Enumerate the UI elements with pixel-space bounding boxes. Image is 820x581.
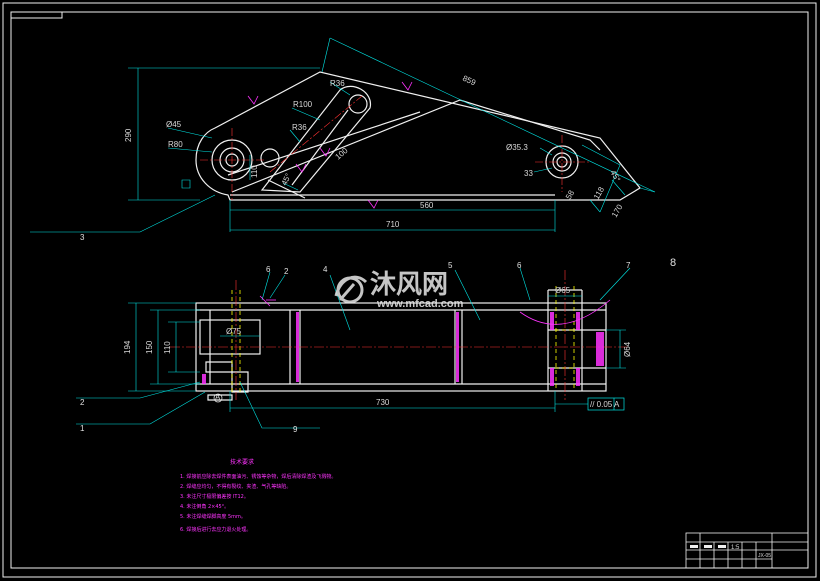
- dim-d45: Ø45: [166, 120, 182, 129]
- callout-item-5: 5: [448, 261, 453, 270]
- tolerance-frame: [587, 397, 625, 411]
- dim-height-290: 290: [124, 128, 133, 142]
- dim-len-33: 33: [524, 169, 533, 178]
- title-block: [685, 532, 809, 569]
- callout-item-8: 8: [670, 257, 676, 269]
- top-view-dimension-lines: [30, 37, 656, 233]
- callout-item-6a: 6: [266, 265, 271, 274]
- dim-len-710: 710: [386, 220, 400, 229]
- notes-title: 技术要求: [230, 458, 254, 466]
- note-item: 5. 未注焊缝焊脚高度 5mm。: [180, 513, 246, 520]
- watermark-logo-icon: [334, 275, 368, 304]
- note-item: 4. 未注倒角 2×45°。: [180, 503, 229, 510]
- dim-angle-45-right: 45°: [608, 169, 622, 184]
- dim-r36-mid: R36: [292, 123, 307, 132]
- watermark-name: 沐风网: [370, 270, 448, 300]
- technical-notes: 技术要求 1. 焊接前应除去焊件表面油污、锈蚀等杂物，焊后清除焊渣及飞溅物。 2…: [180, 458, 336, 533]
- dim-d65: Ø65: [555, 286, 571, 295]
- dim-len-730: 730: [376, 398, 390, 407]
- top-view: 290 859 R36 R100 R36 Ø45 R80 100 110 45°…: [30, 37, 656, 242]
- callout-item-1: 1: [80, 424, 85, 433]
- dim-r80: R80: [168, 140, 183, 149]
- datum-marker: [213, 393, 223, 403]
- tolerance-value: // 0.05 A: [590, 400, 620, 409]
- dim-r36-top: R36: [330, 79, 345, 88]
- top-view-centerlines: [200, 95, 590, 200]
- note-item: 6. 焊接后进行去应力退火处理。: [180, 526, 251, 533]
- front-view-dimension-lines: [76, 267, 631, 429]
- datum-label: A: [215, 393, 221, 402]
- callout-item-7: 7: [626, 261, 631, 270]
- dim-h194: 194: [123, 340, 132, 354]
- dim-d35-3: Ø35.3: [506, 143, 528, 152]
- dim-length-859: 859: [461, 74, 477, 88]
- note-item: 3. 未注尺寸极限偏差按 IT12。: [180, 493, 249, 500]
- dim-len-560: 560: [420, 201, 434, 210]
- dim-len-110: 110: [250, 165, 259, 178]
- dim-len-170: 170: [610, 202, 625, 219]
- note-item: 2. 焊缝应均匀，不得有裂纹、夹渣、气孔等缺陷。: [180, 483, 291, 490]
- callout-item-6b: 6: [517, 261, 522, 270]
- front-view-section-arcs: [259, 295, 611, 325]
- top-view-outline: [195, 71, 641, 201]
- dim-angle-45: 45°: [280, 172, 293, 187]
- title-block-code: JX-05: [758, 553, 771, 559]
- title-block-scale: 1:5: [731, 545, 740, 551]
- front-view-centerlines: [170, 270, 630, 400]
- callout-item-2b: 2: [80, 398, 85, 407]
- dim-d75: Ø75: [226, 327, 242, 336]
- callout-item-9: 9: [293, 425, 298, 434]
- callout-item-2a: 2: [284, 267, 289, 276]
- dim-len-118: 118: [592, 185, 606, 201]
- front-view: // 0.05 A A Ø75 Ø65 Ø64 194 150 110 730 …: [76, 257, 676, 434]
- note-item: 1. 焊接前应除去焊件表面油污、锈蚀等杂物，焊后清除焊渣及飞溅物。: [180, 473, 336, 480]
- dim-h150: 150: [145, 340, 154, 354]
- watermark: 沐风网 www.mfcad.com: [334, 270, 464, 310]
- callout-item-4: 4: [323, 265, 328, 274]
- dim-len-58: 58: [564, 188, 577, 201]
- callout-item-3: 3: [80, 233, 85, 242]
- dim-r100: R100: [293, 100, 313, 109]
- dim-h110: 110: [163, 341, 172, 354]
- dim-d64: Ø64: [623, 341, 632, 357]
- front-view-section-marks: [202, 312, 604, 386]
- top-view-weld-symbols: [247, 81, 413, 209]
- watermark-url: www.mfcad.com: [376, 298, 464, 310]
- front-view-hidden-lines: [231, 286, 575, 392]
